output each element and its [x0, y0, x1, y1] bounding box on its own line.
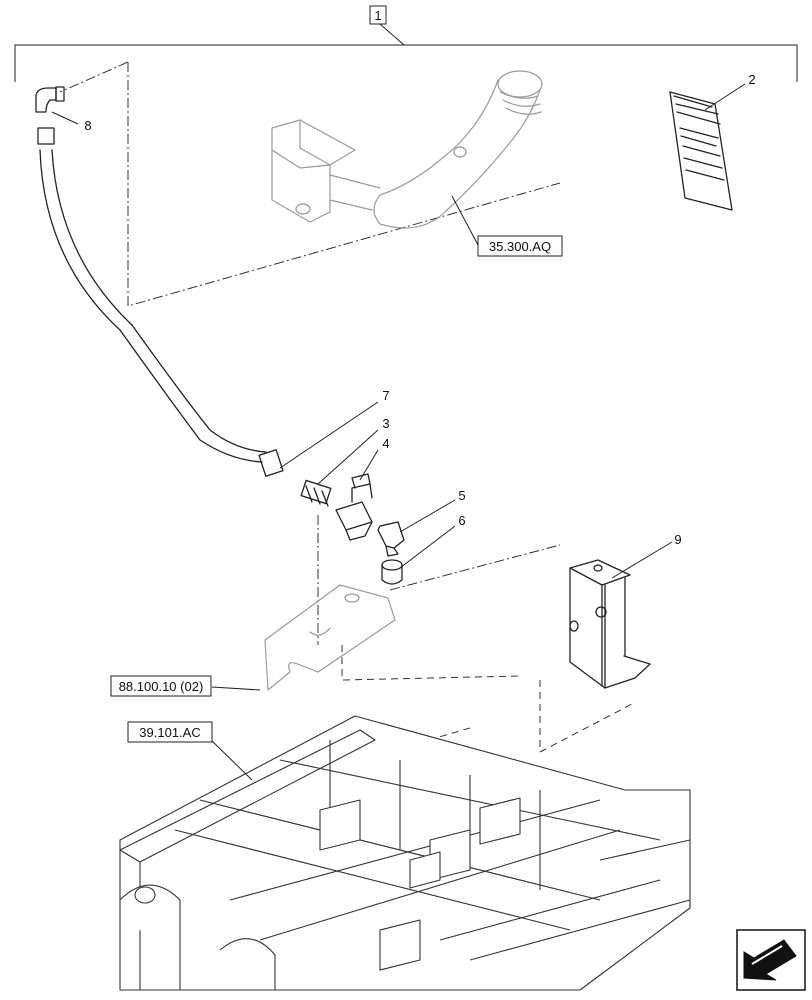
elbow-fitting: 5 — [377, 488, 466, 557]
cap: 6 — [381, 513, 466, 585]
callout-9: 9 — [674, 532, 681, 547]
valve: 4 — [335, 436, 390, 541]
manual-document: 2 — [669, 72, 756, 211]
callout-2: 2 — [748, 72, 755, 87]
coupler: 3 — [300, 416, 390, 507]
arrow-next-icon[interactable] — [736, 929, 806, 991]
tank-pipe-ghost — [271, 70, 543, 229]
hose — [37, 127, 284, 477]
phantom-tank-frame — [59, 61, 561, 307]
frame-assembly — [119, 715, 691, 991]
callout-5: 5 — [458, 488, 465, 503]
callout-1: 1 — [374, 8, 381, 23]
callout-6: 6 — [458, 513, 465, 528]
callout-7: 7 — [382, 388, 389, 403]
elbow-top: 8 — [35, 86, 92, 133]
svg-text:35.300.AQ: 35.300.AQ — [489, 239, 551, 254]
bracket: 9 — [569, 532, 682, 689]
ref-88-100-10-02[interactable]: 88.100.10 (02) — [110, 675, 212, 697]
svg-text:88.100.10 (02): 88.100.10 (02) — [119, 679, 204, 694]
ref-39-101-ac[interactable]: 39.101.AC — [127, 721, 213, 743]
assembly-bracket: 1 — [14, 5, 798, 82]
svg-text:39.101.AC: 39.101.AC — [139, 725, 200, 740]
callout-3: 3 — [382, 416, 389, 431]
ref-35-300-aq[interactable]: 35.300.AQ — [477, 235, 563, 257]
callout-4: 4 — [382, 436, 389, 451]
plate-ghost — [264, 584, 396, 691]
callout-8: 8 — [84, 118, 91, 133]
